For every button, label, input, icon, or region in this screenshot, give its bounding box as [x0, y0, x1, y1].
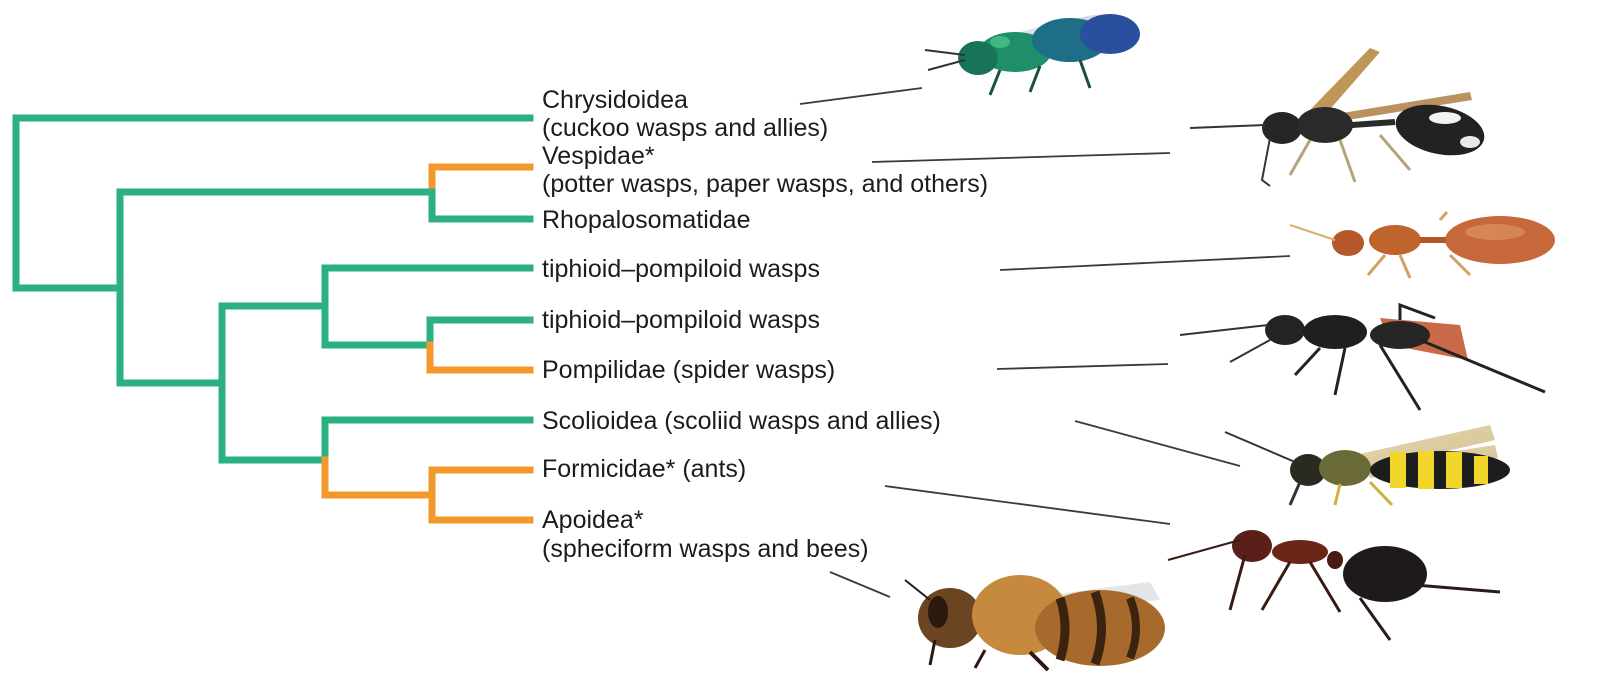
leader-line-pompilidae: [997, 364, 1168, 369]
spider-wasp-photo: [1180, 305, 1545, 410]
honeybee-photo: [905, 575, 1165, 670]
leader-line-vespidae: [872, 153, 1170, 162]
branch-to-ant-bee-clade: [325, 460, 432, 495]
branch-rhopalosomatidae: [432, 192, 530, 219]
branch-pompilidae: [430, 345, 530, 370]
taxon-label-tiphioid-pompiloid-2: tiphioid–pompiloid wasps: [542, 306, 820, 334]
taxon-label-vespidae: Vespidae*: [542, 142, 655, 170]
branch-apoidea: [432, 495, 530, 520]
branch-vespidae: [432, 167, 530, 192]
taxon-label-pompilidae: Pompilidae (spider wasps): [542, 356, 835, 384]
taxon-label-tiphioid-pompiloid-1: tiphioid–pompiloid wasps: [542, 255, 820, 283]
taxon-label-apoidea: Apoidea*: [542, 506, 644, 534]
potter-wasp-photo: [1190, 48, 1489, 186]
leader-line-formicidae: [885, 486, 1170, 524]
velvet-ant-photo: [1290, 212, 1555, 278]
taxon-common-name-chrysidoidea: (cuckoo wasps and allies): [542, 114, 828, 142]
branch-formicidae: [432, 470, 530, 495]
taxon-common-name-apoidea: (spheciform wasps and bees): [542, 535, 869, 563]
branch-scolioidea: [325, 420, 530, 460]
taxon-label-scolioidea: Scolioidea (scoliid wasps and allies): [542, 407, 941, 435]
leader-line-apoidea: [830, 572, 890, 597]
taxon-common-name-vespidae: (potter wasps, paper wasps, and others): [542, 170, 988, 198]
leader-line-tiphioid: [1000, 256, 1290, 270]
ant-photo: [1168, 530, 1500, 640]
taxon-label-formicidae: Formicidae* (ants): [542, 455, 746, 483]
cuckoo-wasp-photo: [925, 7, 1140, 95]
branch-root: [16, 118, 120, 288]
taxon-label-rhopalosomatidae: Rhopalosomatidae: [542, 206, 750, 234]
leader-line-chrysidoidea: [800, 88, 922, 104]
scoliid-wasp-photo: [1225, 425, 1510, 505]
branch-tiphioid-2: [430, 320, 530, 345]
leader-line-scolioidea: [1075, 421, 1240, 466]
taxon-label-chrysidoidea: Chrysidoidea: [542, 86, 688, 114]
